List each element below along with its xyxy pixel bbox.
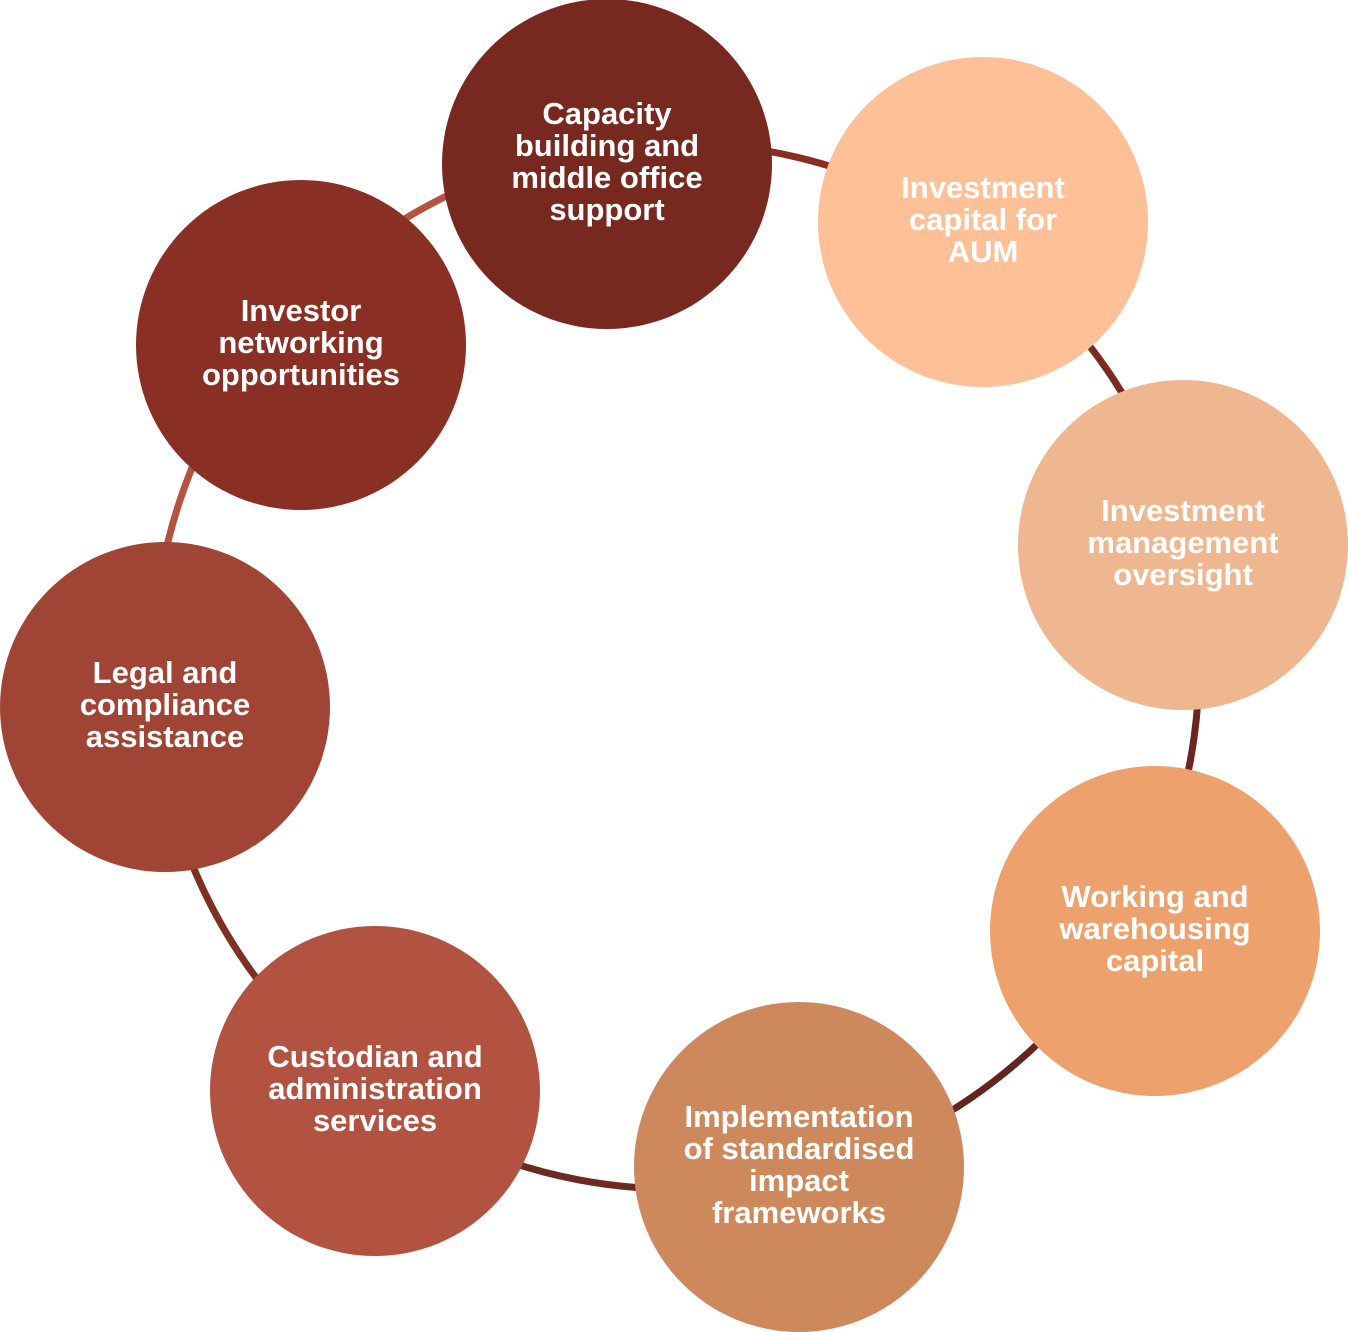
node-label-line: oversight (1113, 557, 1253, 592)
node-label-line: networking (218, 325, 383, 360)
node-circle-custodian-services (210, 926, 540, 1256)
node-label-line: Custodian and (267, 1039, 482, 1074)
node-label-line: Investment (901, 170, 1065, 205)
node-circle-legal-compliance (0, 542, 330, 872)
node-circle-impact-frameworks (634, 1002, 964, 1332)
node-label-line: impact (749, 1163, 849, 1198)
node-label-line: middle office (511, 160, 702, 195)
node-label-line: building and (515, 128, 699, 163)
node-circle-capacity-building (442, 0, 772, 329)
node-label-line: AUM (948, 234, 1019, 269)
node-label-line: administration (268, 1071, 482, 1106)
node-label-line: Capacity (542, 96, 672, 131)
node-label-line: Investment (1101, 493, 1265, 528)
node-label-line: warehousing (1058, 911, 1250, 946)
node-label-line: capital for (909, 202, 1057, 237)
node-label-line: services (313, 1103, 437, 1138)
node-label-line: opportunities (202, 357, 400, 392)
node-label-line: management (1087, 525, 1278, 560)
node-label-line: assistance (86, 719, 245, 754)
node-label-line: Implementation (684, 1099, 913, 1134)
node-label-line: Legal and (93, 655, 238, 690)
node-circle-investment-capital (818, 57, 1148, 387)
node-label-line: compliance (80, 687, 251, 722)
node-label-line: support (549, 192, 664, 227)
node-circle-investor-networking (136, 180, 466, 510)
node-label-line: capital (1106, 943, 1204, 978)
node-circle-investment-management (1018, 380, 1348, 710)
node-circle-working-capital (990, 766, 1320, 1096)
node-label-line: frameworks (712, 1195, 886, 1230)
node-label-line: Investor (241, 293, 362, 328)
node-label-line: Working and (1061, 879, 1248, 914)
node-label-line: of standardised (684, 1131, 915, 1166)
